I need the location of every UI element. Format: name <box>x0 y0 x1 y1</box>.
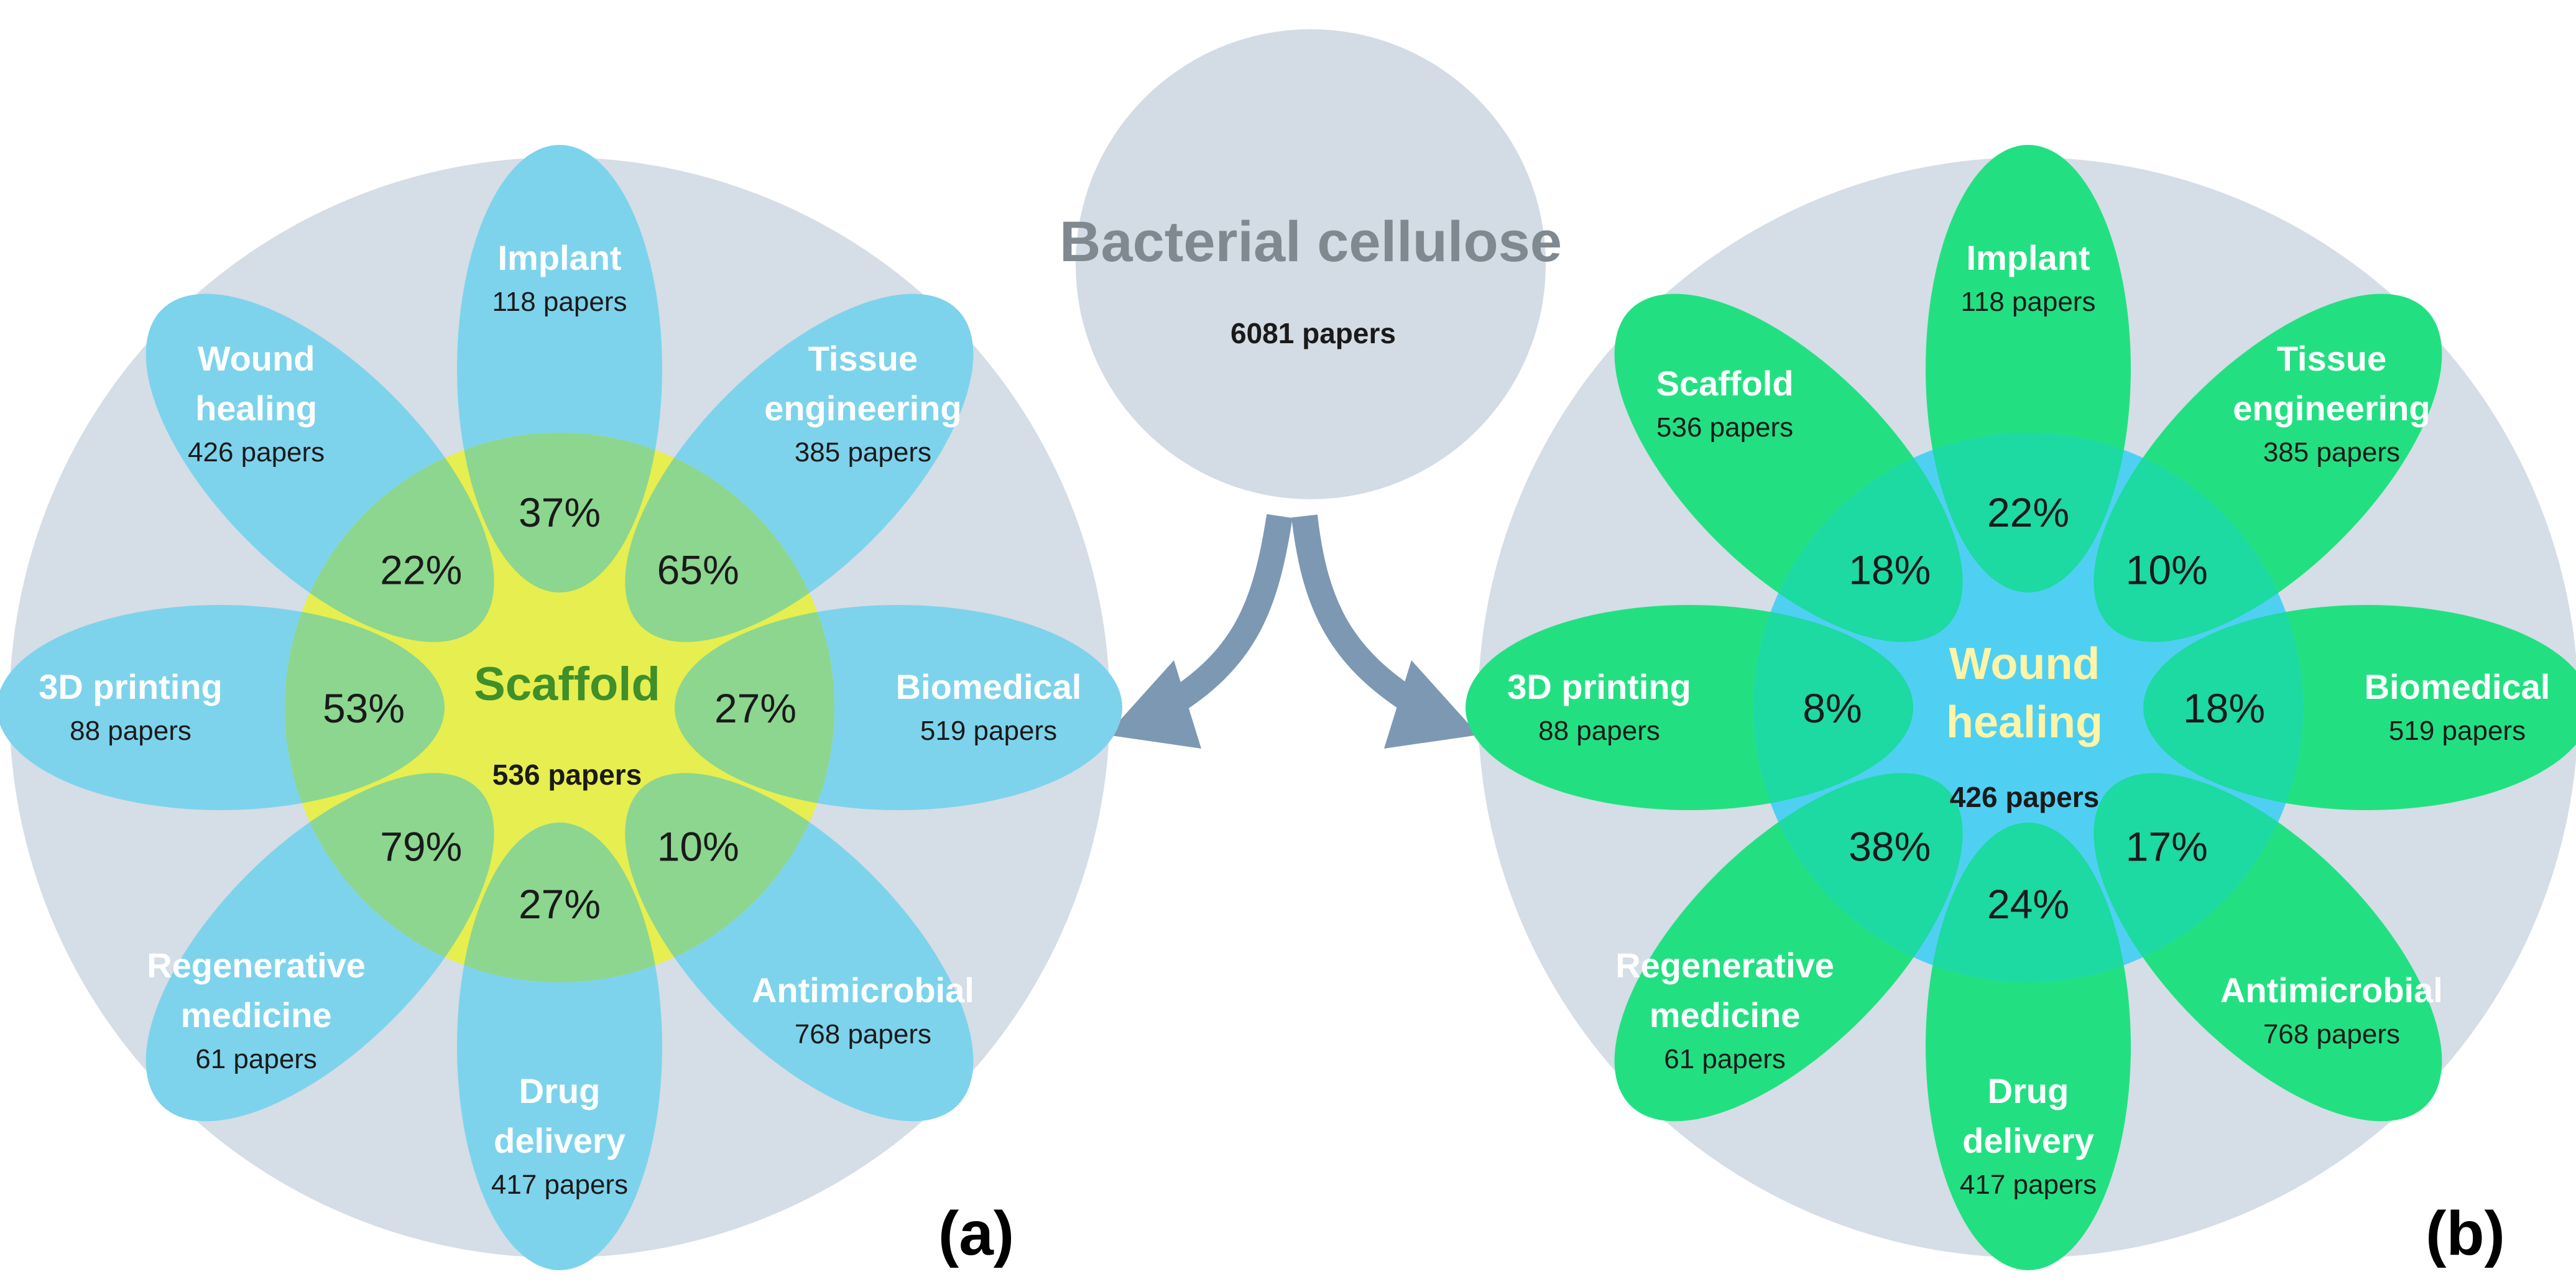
panel-a-petal-papers-3d-printing: 88 papers <box>70 716 192 746</box>
arrowhead-a-icon <box>1107 660 1201 749</box>
panel-a-overlap-region-implant <box>457 433 662 593</box>
arrowhead-b-icon <box>1384 660 1479 749</box>
panel-b-petal-papers-antimicrobial: 768 papers <box>2263 1019 2400 1049</box>
panel-b-center-title-line1: Wound <box>1949 639 2100 689</box>
panel-b-petal-label-regenerative-medicine: medicine <box>1650 995 1801 1035</box>
panel-a-overlap-percent-biomedical: 27% <box>714 685 796 731</box>
panel-b-labels: Implant 118 papers 22% Tissue engineering 385… <box>1507 238 2550 1200</box>
panel-b-petal-papers-3d-printing: 88 papers <box>1538 716 1660 746</box>
panel-a-overlap-percent-3d-printing: 53% <box>323 685 405 731</box>
panel-a-overlap-region-3d-printing <box>285 605 445 810</box>
panel-b-petal-label-tissue-engineering: engineering <box>2233 389 2430 428</box>
panel-a-labels: Implant 118 papers 37% Tissue engineering 385… <box>39 238 1081 1200</box>
panel-a-petal-label-implant: Implant <box>497 238 621 277</box>
panel-b-overlap-region-3d-printing <box>1753 605 1913 810</box>
panel-b-overlap-region-biomedical <box>2143 605 2303 810</box>
panel-a-petal-label-wound-healing: healing <box>195 389 317 428</box>
top-paper-count: 6081 papers <box>1230 317 1396 349</box>
panel-b-petal-label-tissue-engineering: Tissue <box>2277 339 2386 378</box>
panel-b-petal-label-3d-printing: 3D printing <box>1507 667 1691 706</box>
panel-a-petal-papers-implant: 118 papers <box>492 287 627 317</box>
panel-b-petal-label-scaffold: Scaffold <box>1656 364 1794 403</box>
panel-b-overlap-region-drug-delivery <box>1926 823 2131 982</box>
panel-b-flower: Implant 118 papers 22% Tissue engineering 385… <box>1466 145 2576 1270</box>
panel-b-overlap-region-implant <box>1926 433 2131 593</box>
panel-b-petal-papers-implant: 118 papers <box>1961 287 2096 317</box>
branch-arrows <box>1161 514 1425 717</box>
panel-a-petal-label-tissue-engineering: engineering <box>764 389 961 428</box>
arrow-to-panel-a <box>1161 514 1293 717</box>
panel-b-petal-label-antimicrobial: Antimicrobial <box>2220 971 2443 1010</box>
panel-b-overlap-percent-scaffold: 18% <box>1849 547 1931 593</box>
top-node: Bacterial cellulose 6081 papers <box>1059 29 1562 499</box>
panel-a-overlap-percent-drug-delivery: 27% <box>519 881 601 927</box>
panel-a-petal-label-drug-delivery: delivery <box>494 1121 626 1160</box>
panel-a-overlap-percent-antimicrobial: 10% <box>657 824 739 870</box>
panel-a-petal-label-3d-printing: 3D printing <box>39 667 223 706</box>
panel-a-petal-papers-wound-healing: 426 papers <box>188 437 325 468</box>
panel-b-petal-label-implant: Implant <box>1966 238 2090 277</box>
panel-a-petal-label-regenerative-medicine: Regenerative <box>147 946 366 985</box>
panel-a-petal-label-drug-delivery: Drug <box>519 1071 601 1110</box>
panel-a-overlap-percent-tissue-engineering: 65% <box>657 547 739 593</box>
panel-a-petal-papers-antimicrobial: 768 papers <box>795 1019 931 1049</box>
panel-a-tag: (a) <box>938 1199 1014 1268</box>
panel-b-overlap-percent-implant: 22% <box>1987 489 2069 535</box>
panel-b-petal-label-biomedical: Biomedical <box>2365 667 2551 706</box>
panel-b-overlap-percent-biomedical: 18% <box>2183 685 2265 731</box>
panel-a-petal-papers-tissue-engineering: 385 papers <box>795 437 931 468</box>
panel-a-petal-label-regenerative-medicine: medicine <box>181 995 332 1035</box>
arrow-to-panel-b <box>1291 514 1425 717</box>
panel-b-petal-papers-biomedical: 519 papers <box>2389 716 2526 746</box>
panel-a-petal-papers-biomedical: 519 papers <box>920 716 1057 746</box>
panel-b-petal-label-regenerative-medicine: Regenerative <box>1615 946 1834 985</box>
panel-a-petal-label-antimicrobial: Antimicrobial <box>752 971 974 1010</box>
panel-a-overlap-region-biomedical <box>675 605 834 810</box>
panel-a-petal-papers-drug-delivery: 417 papers <box>491 1169 628 1200</box>
panel-a-overlap-region-drug-delivery <box>457 823 662 982</box>
panel-a-petal-papers-regenerative-medicine: 61 papers <box>195 1044 317 1074</box>
panel-a-petal-label-tissue-engineering: Tissue <box>808 339 918 378</box>
panel-a-petal-label-wound-healing: Wound <box>198 339 315 378</box>
panel-b-tag: (b) <box>2426 1199 2505 1268</box>
top-title: Bacterial cellulose <box>1059 210 1562 274</box>
panel-b-overlap-percent-drug-delivery: 24% <box>1987 881 2069 927</box>
panel-b-petal-label-drug-delivery: Drug <box>1988 1071 2069 1110</box>
panel-b-overlap-percent-regenerative-medicine: 38% <box>1849 824 1931 870</box>
panel-b-petal-label-drug-delivery: delivery <box>1962 1121 2094 1160</box>
panel-a-flower: Implant 118 papers 37% Tissue engineering 385… <box>0 145 1122 1270</box>
panel-b-center-papers: 426 papers <box>1950 781 2099 813</box>
panel-a-overlap-percent-regenerative-medicine: 79% <box>380 824 462 870</box>
panel-b-overlap-percent-3d-printing: 8% <box>1803 685 1862 731</box>
panel-a-center-papers: 536 papers <box>492 759 642 791</box>
panel-b-petal-papers-scaffold: 536 papers <box>1656 412 1793 443</box>
panel-a-overlap-percent-implant: 37% <box>519 489 601 535</box>
panel-b-overlap-percent-antimicrobial: 17% <box>2126 824 2208 870</box>
panel-a-overlap-percent-wound-healing: 22% <box>380 547 462 593</box>
top-circle <box>1076 29 1546 499</box>
panel-b-petal-papers-tissue-engineering: 385 papers <box>2263 437 2400 468</box>
panel-b-petal-papers-regenerative-medicine: 61 papers <box>1664 1044 1786 1074</box>
panel-a-center-title: Scaffold <box>474 658 660 711</box>
panel-b-overlap-percent-tissue-engineering: 10% <box>2126 547 2208 593</box>
panel-b-petal-papers-drug-delivery: 417 papers <box>1960 1169 2097 1200</box>
panel-b-center-title-line2: healing <box>1946 698 2103 747</box>
panel-a-petal-label-biomedical: Biomedical <box>896 667 1082 706</box>
